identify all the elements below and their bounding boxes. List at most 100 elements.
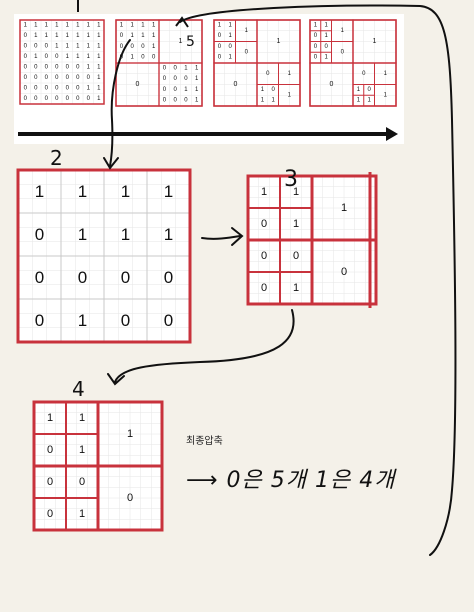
grid-cell: 0 bbox=[293, 250, 299, 262]
grid-cell: 0 bbox=[55, 54, 59, 60]
final-compression-caption: 최종압축 bbox=[186, 436, 223, 447]
grid-cell: 0 bbox=[34, 96, 38, 102]
grid-cell: 1 bbox=[195, 87, 199, 93]
grid-cell: 0 bbox=[228, 44, 232, 50]
grid-cell: 1 bbox=[34, 54, 38, 60]
region-value: 1 bbox=[127, 428, 133, 440]
grid-cell: 1 bbox=[35, 182, 44, 201]
region-value: 1 bbox=[384, 71, 388, 77]
grid-cell: 1 bbox=[97, 22, 101, 28]
region-value: 0 bbox=[136, 81, 140, 88]
region-value: 1 bbox=[179, 38, 183, 45]
grid-cell: 1 bbox=[76, 33, 80, 39]
grid-cell: 1 bbox=[55, 43, 59, 49]
grid-cell: 0 bbox=[47, 508, 53, 520]
grid-cell: 1 bbox=[293, 282, 299, 294]
region-value: 0 bbox=[127, 492, 133, 504]
region-border bbox=[16, 168, 192, 344]
grid-cell: 0 bbox=[76, 64, 80, 70]
grid-cell: 1 bbox=[195, 76, 199, 82]
grid-cell: 1 bbox=[34, 22, 38, 28]
region-value: 1 bbox=[373, 38, 377, 45]
grid-cell: 0 bbox=[35, 268, 44, 287]
grid-cell: 0 bbox=[261, 250, 267, 262]
grid-cell: 1 bbox=[87, 43, 91, 49]
grid-cell: 1 bbox=[261, 98, 265, 104]
grid-cell: 1 bbox=[66, 33, 70, 39]
grid-cell: 1 bbox=[184, 65, 188, 71]
grid-cell: 1 bbox=[195, 98, 199, 104]
grid-cell: 1 bbox=[367, 98, 371, 104]
grid-cell: 0 bbox=[130, 44, 134, 50]
grid-cell: 0 bbox=[34, 43, 38, 49]
region-border bbox=[158, 62, 203, 107]
grid-cell: 0 bbox=[120, 55, 124, 61]
region-value: 0 bbox=[245, 49, 249, 55]
grid-cell: 1 bbox=[164, 225, 173, 244]
grid-cell: 0 bbox=[87, 75, 91, 81]
region-value: 0 bbox=[341, 266, 347, 278]
grid-cell: 0 bbox=[24, 43, 28, 49]
region-value: 1 bbox=[245, 28, 249, 34]
grid-cell: 1 bbox=[164, 182, 173, 201]
grid-cell: 1 bbox=[261, 186, 267, 198]
grid-cell: 1 bbox=[228, 33, 232, 39]
region-border bbox=[256, 62, 301, 107]
grid-cell: 0 bbox=[24, 96, 28, 102]
grid-cell: 1 bbox=[78, 225, 87, 244]
grid-cell: 1 bbox=[357, 87, 361, 93]
grid-cell: 1 bbox=[97, 54, 101, 60]
grid-cell: 0 bbox=[121, 311, 130, 330]
grid-cell: 0 bbox=[55, 75, 59, 81]
grid-cell: 1 bbox=[271, 98, 275, 104]
grid-cell: 0 bbox=[45, 85, 49, 91]
grid-cell: 1 bbox=[87, 22, 91, 28]
grid-cell: 1 bbox=[78, 182, 87, 201]
grid-cell: 1 bbox=[195, 65, 199, 71]
grid-cell: 1 bbox=[79, 508, 85, 520]
grid-cell: 0 bbox=[24, 33, 28, 39]
grid-cell: 0 bbox=[76, 75, 80, 81]
grid-cell: 1 bbox=[66, 22, 70, 28]
grid-cell: 0 bbox=[271, 87, 275, 93]
grid-cell: 1 bbox=[293, 186, 299, 198]
grid-cell: 1 bbox=[324, 22, 328, 28]
grid-cell: 1 bbox=[87, 64, 91, 70]
grid-cell: 0 bbox=[55, 64, 59, 70]
grid-cell: 1 bbox=[97, 85, 101, 91]
grid-cell: 0 bbox=[45, 43, 49, 49]
grid-cell: 0 bbox=[184, 76, 188, 82]
grid-cell: 1 bbox=[324, 33, 328, 39]
grid-cell: 0 bbox=[218, 44, 222, 50]
grid-cell: 0 bbox=[261, 282, 267, 294]
grid-cell: 0 bbox=[76, 96, 80, 102]
grid-cell: 1 bbox=[55, 22, 59, 28]
arrow-to-step3 bbox=[201, 227, 244, 246]
grid-cell: 0 bbox=[47, 476, 53, 488]
grid-cell: 0 bbox=[163, 87, 167, 93]
grid-cell: 1 bbox=[218, 22, 222, 28]
grid-cell: 0 bbox=[163, 65, 167, 71]
grid-cell: 0 bbox=[34, 85, 38, 91]
grid-cell: 0 bbox=[261, 218, 267, 230]
grid-cell: 1 bbox=[228, 22, 232, 28]
step3-label: 3 bbox=[284, 167, 298, 192]
grid-cell: 1 bbox=[66, 54, 70, 60]
result-text: 0은 5개 1은 4개 bbox=[226, 468, 396, 493]
grid-cell: 1 bbox=[79, 444, 85, 456]
grid-cell: 1 bbox=[34, 33, 38, 39]
grid-cell: 1 bbox=[97, 33, 101, 39]
result-arrow-icon: ⟶ bbox=[186, 468, 219, 493]
grid-cell: 1 bbox=[45, 22, 49, 28]
grid-cell: 1 bbox=[76, 22, 80, 28]
grid-cell: 0 bbox=[55, 96, 59, 102]
step2-label: 2 bbox=[50, 146, 63, 170]
region-value: 1 bbox=[341, 202, 347, 214]
grid-cell: 1 bbox=[97, 75, 101, 81]
